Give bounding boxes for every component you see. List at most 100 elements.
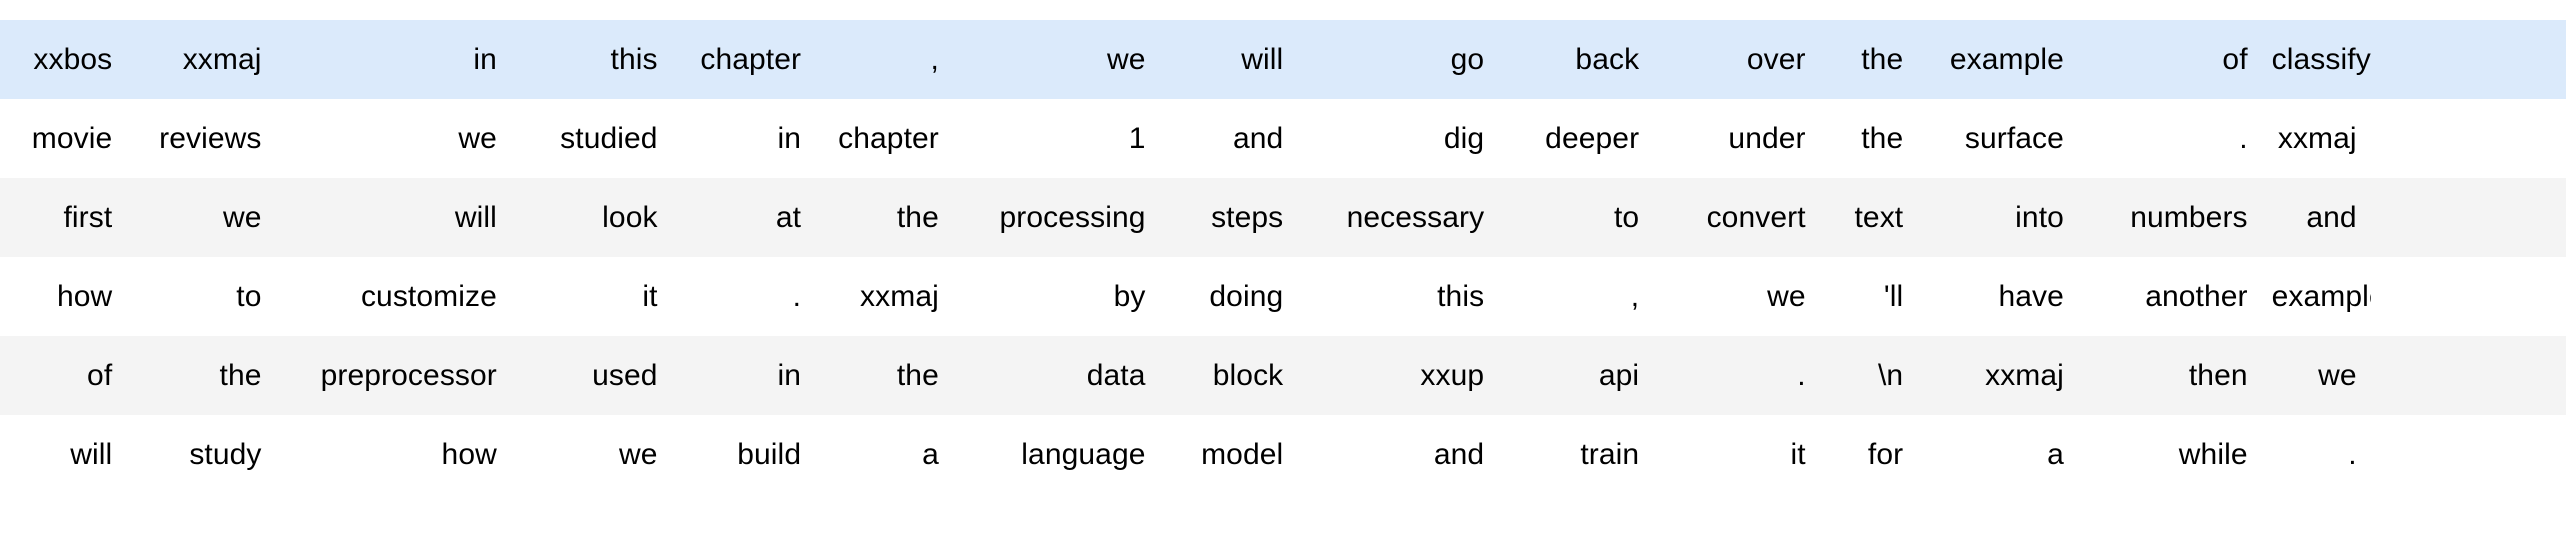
token-cell: \n — [1819, 336, 1918, 415]
token-cell: chapter — [671, 20, 816, 99]
token-cell: language — [952, 415, 1160, 494]
token-cell: it — [1653, 415, 1820, 494]
token-cell: xxmaj — [1917, 336, 2078, 415]
token-cell: it — [510, 257, 672, 336]
token-cell: and — [2261, 178, 2371, 257]
token-cell: example — [2261, 257, 2371, 336]
token-cell: used — [510, 336, 672, 415]
token-cell: have — [1917, 257, 2078, 336]
table-row: first we will look at the processing ste… — [0, 178, 2566, 257]
token-cell: surface — [1917, 99, 2078, 178]
token-cell: block — [1159, 336, 1298, 415]
token-cell: the — [815, 178, 953, 257]
token-cell: in — [275, 20, 511, 99]
token-table-body: xxbos xxmaj in this chapter , we will go… — [0, 20, 2566, 494]
token-cell: and — [1297, 415, 1499, 494]
token-cell: how — [0, 257, 127, 336]
token-cell: we — [2261, 336, 2371, 415]
token-cell: xxbos — [0, 20, 127, 99]
table-row: xxbos xxmaj in this chapter , we will go… — [0, 20, 2566, 99]
token-cell: the — [1819, 20, 1918, 99]
token-cell — [2370, 415, 2566, 494]
token-cell: movie — [0, 99, 127, 178]
token-cell: data — [952, 336, 1160, 415]
token-cell: we — [275, 99, 511, 178]
token-cell: classifying — [2261, 20, 2371, 99]
token-cell: another — [2077, 257, 2262, 336]
token-cell: 1 — [952, 99, 1160, 178]
token-cell: at — [671, 178, 816, 257]
token-cell: convert — [1653, 178, 1820, 257]
token-cell: to — [1498, 178, 1654, 257]
token-cell: a — [815, 415, 953, 494]
token-cell: how — [275, 415, 511, 494]
table-row: movie reviews we studied in chapter 1 an… — [0, 99, 2566, 178]
table-row: how to customize it . xxmaj by doing thi… — [0, 257, 2566, 336]
token-cell: we — [126, 178, 276, 257]
token-cell: api — [1498, 336, 1654, 415]
token-cell: a — [1917, 415, 2078, 494]
token-cell: deeper — [1498, 99, 1654, 178]
token-cell: preprocessor — [275, 336, 511, 415]
token-cell: processing — [952, 178, 1160, 257]
token-cell: . — [671, 257, 816, 336]
token-cell: doing — [1159, 257, 1298, 336]
token-cell: dig — [1297, 99, 1499, 178]
token-cell: by — [952, 257, 1160, 336]
token-cell: will — [275, 178, 511, 257]
token-cell: 'll — [1819, 257, 1918, 336]
token-cell: build — [671, 415, 816, 494]
token-cell: the — [1819, 99, 1918, 178]
token-cell: we — [952, 20, 1160, 99]
token-cell: into — [1917, 178, 2078, 257]
token-cell: the — [126, 336, 276, 415]
token-cell: text — [1819, 178, 1918, 257]
token-cell: to — [126, 257, 276, 336]
token-cell — [2370, 257, 2566, 336]
token-cell — [2370, 99, 2566, 178]
token-cell: . — [2077, 99, 2262, 178]
token-cell: the — [815, 336, 953, 415]
token-cell: . — [1653, 336, 1820, 415]
token-cell: will — [0, 415, 127, 494]
token-cell: over — [1653, 20, 1820, 99]
token-cell: of — [0, 336, 127, 415]
token-cell: numbers — [2077, 178, 2262, 257]
table-row: of the preprocessor used in the data blo… — [0, 336, 2566, 415]
token-table: xxbos xxmaj in this chapter , we will go… — [0, 20, 2566, 494]
token-cell: in — [671, 336, 816, 415]
token-cell — [2370, 336, 2566, 415]
token-cell: studied — [510, 99, 672, 178]
token-cell: go — [1297, 20, 1499, 99]
token-cell: this — [510, 20, 672, 99]
token-cell: this — [1297, 257, 1499, 336]
token-cell: study — [126, 415, 276, 494]
token-cell: necessary — [1297, 178, 1499, 257]
token-cell: and — [1159, 99, 1298, 178]
token-cell: chapter — [815, 99, 953, 178]
token-cell: xxup — [1297, 336, 1499, 415]
token-cell: xxmaj — [2261, 99, 2371, 178]
token-cell — [2370, 178, 2566, 257]
token-cell: , — [1498, 257, 1654, 336]
token-cell: back — [1498, 20, 1654, 99]
token-cell: for — [1819, 415, 1918, 494]
token-cell: in — [671, 99, 816, 178]
token-cell: steps — [1159, 178, 1298, 257]
token-cell: . — [2261, 415, 2371, 494]
token-cell — [2370, 20, 2566, 99]
token-cell: xxmaj — [126, 20, 276, 99]
token-cell: will — [1159, 20, 1298, 99]
token-cell: while — [2077, 415, 2262, 494]
token-cell: we — [1653, 257, 1820, 336]
token-cell: under — [1653, 99, 1820, 178]
token-cell: customize — [275, 257, 511, 336]
token-cell: model — [1159, 415, 1298, 494]
token-cell: , — [815, 20, 953, 99]
token-cell: we — [510, 415, 672, 494]
token-cell: look — [510, 178, 672, 257]
table-row: will study how we build a language model… — [0, 415, 2566, 494]
token-cell: then — [2077, 336, 2262, 415]
token-cell: reviews — [126, 99, 276, 178]
